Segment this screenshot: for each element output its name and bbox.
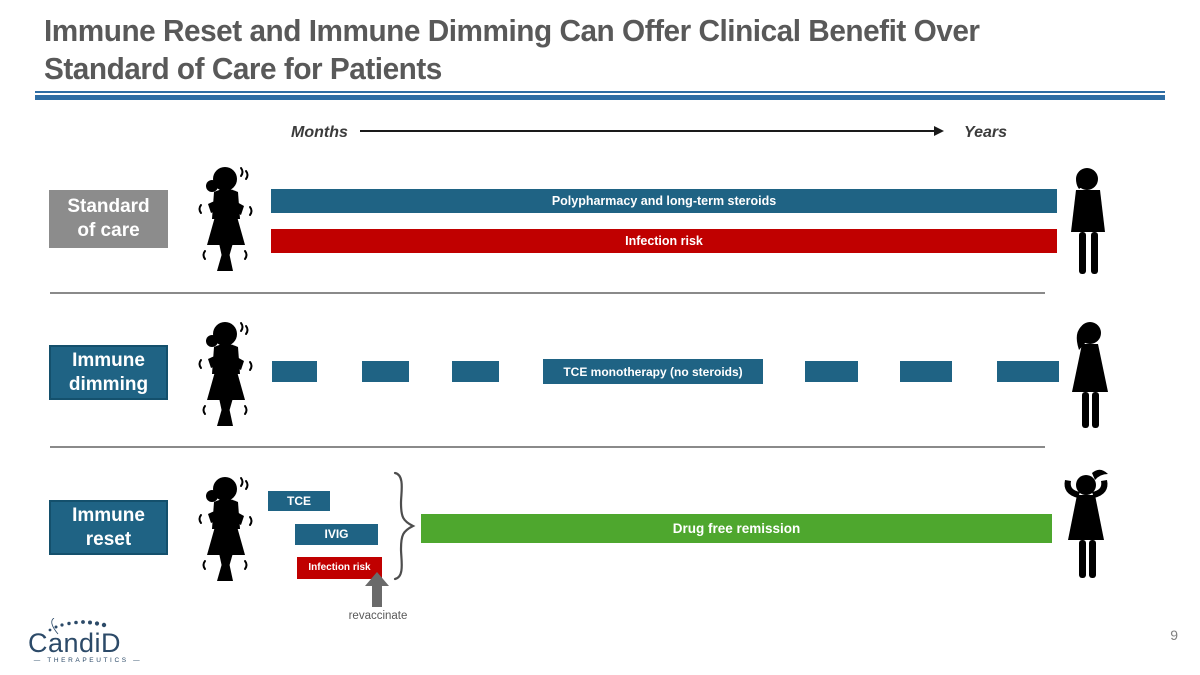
dashed-arrow-end xyxy=(997,355,1059,388)
arrow-drug-free-remission-label: Drug free remission xyxy=(421,513,1052,543)
dashed-arrow-segment xyxy=(452,361,499,382)
sick-patient-icon xyxy=(198,476,253,582)
row-label-line1: Standard xyxy=(67,196,150,217)
dashed-arrow-segment xyxy=(900,361,952,382)
stable-patient-icon xyxy=(1072,322,1108,428)
row-label-immune-dimming: Immune dimming xyxy=(49,345,168,400)
curly-brace xyxy=(393,471,416,581)
dashed-arrow-segment xyxy=(805,361,858,382)
row-label-line2: of care xyxy=(77,220,140,241)
row-label-immune-reset: Immune reset xyxy=(49,500,168,555)
logo-subtitle: — THERAPEUTICS — xyxy=(33,657,143,664)
arrow-polypharmacy-label: Polypharmacy and long-term steroids xyxy=(271,189,1057,213)
arrow-infection-risk-label: Infection risk xyxy=(271,229,1057,253)
timeline-label-months: Months xyxy=(291,124,348,141)
logo-wordmark: CandiD xyxy=(28,628,122,658)
arrow-ivig: IVIG xyxy=(295,518,378,550)
row-label-line2: reset xyxy=(85,528,132,550)
candid-logo: CandiD — THERAPEUTICS — xyxy=(28,618,148,664)
arrow-infection-risk-row1: Infection risk xyxy=(271,223,1057,259)
timeline-arrow-line xyxy=(360,130,934,132)
title-rule-thick xyxy=(35,95,1165,100)
revaccinate-annotation: revaccinate xyxy=(348,610,408,622)
dashed-arrow-segment xyxy=(272,361,317,382)
arrow-infection-risk-row3: Infection risk xyxy=(297,551,382,584)
dashed-arrow-segment xyxy=(362,361,409,382)
sick-patient-icon xyxy=(198,321,253,427)
arrow-drug-free-remission: Drug free remission xyxy=(421,499,1052,557)
slide-title-line2: Standard of Care for Patients xyxy=(44,51,442,86)
title-rule-thin xyxy=(35,91,1165,93)
slide-title: Immune Reset and Immune Dimming Can Offe… xyxy=(44,12,1119,88)
declining-patient-icon xyxy=(1071,168,1105,274)
recovered-patient-icon xyxy=(1064,469,1108,578)
row-label-line2: dimming xyxy=(68,373,149,395)
slide-title-line1: Immune Reset and Immune Dimming Can Offe… xyxy=(44,13,980,48)
page-number: 9 xyxy=(1170,627,1178,643)
row-divider-1 xyxy=(50,292,1045,294)
arrow-tce-label: TCE xyxy=(268,491,330,511)
sick-patient-icon xyxy=(198,166,253,272)
row-divider-2 xyxy=(50,446,1045,448)
right-arrow-icon xyxy=(934,126,944,136)
arrow-tce: TCE xyxy=(268,486,330,516)
dashed-arrow-end-body xyxy=(997,361,1059,382)
logo-dotted-arc xyxy=(48,618,107,635)
timeline-label-years: Years xyxy=(964,124,1007,141)
arrow-polypharmacy: Polypharmacy and long-term steroids xyxy=(271,183,1057,219)
row-label-line1: Immune xyxy=(72,349,145,371)
row-label-standard-of-care: Standard of care xyxy=(49,190,168,248)
arrow-infection-risk-label: Infection risk xyxy=(297,556,382,579)
arrow-ivig-label: IVIG xyxy=(295,523,378,545)
up-arrow-icon xyxy=(365,572,389,607)
row-label-line1: Immune xyxy=(72,504,145,526)
dashed-arrow-label: TCE monotherapy (no steroids) xyxy=(543,359,763,384)
